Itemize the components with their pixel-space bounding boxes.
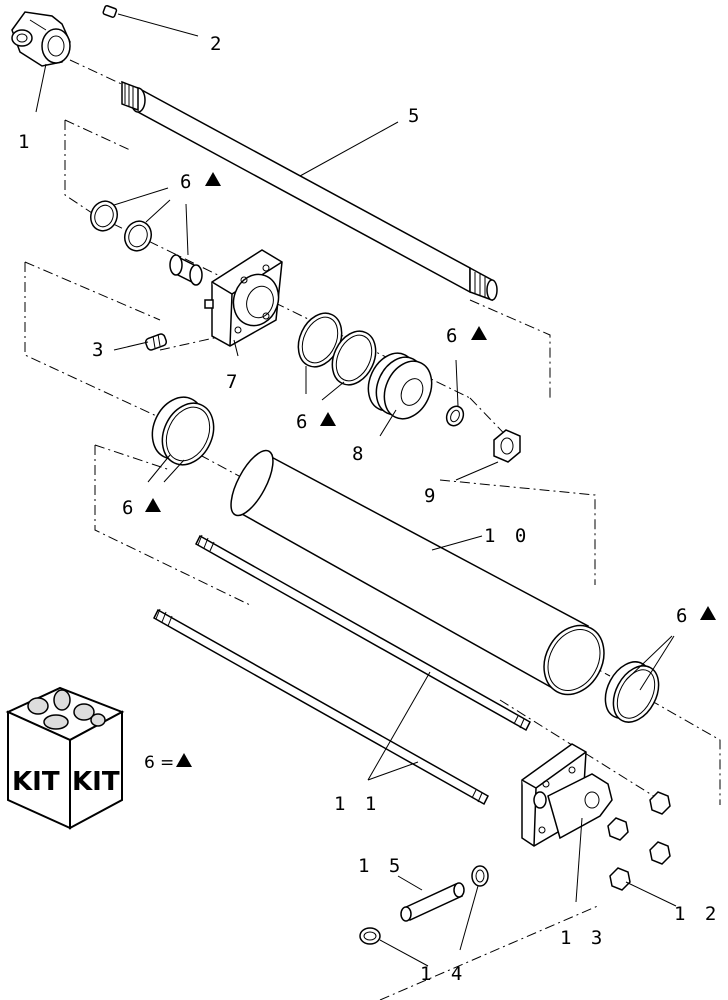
washers-part-14 xyxy=(359,865,489,945)
callout-6-right: 6 xyxy=(446,325,461,347)
kit-legend-equals: = xyxy=(160,753,174,773)
callout-5: 5 xyxy=(408,105,423,127)
callout-3: 3 xyxy=(92,339,107,361)
triangle-icon xyxy=(320,412,336,426)
kit-label-left: KIT xyxy=(12,767,60,797)
callout-13: 1 3 xyxy=(560,927,606,949)
pin-part-15 xyxy=(400,882,465,922)
callout-12: 1 2 xyxy=(674,903,720,925)
callout-9: 9 xyxy=(424,485,439,507)
callout-6-upper: 6 xyxy=(180,171,195,193)
hex-nut-part-9 xyxy=(493,429,521,463)
callout-1: 1 xyxy=(18,131,33,153)
triangle-icon xyxy=(176,753,192,767)
callout-8: 8 xyxy=(352,443,367,465)
triangle-icon xyxy=(205,172,221,186)
gland-part-7 xyxy=(204,249,283,347)
kit-label-right: KIT xyxy=(72,767,120,797)
piston-rod-part-5 xyxy=(121,80,498,302)
callout-14: 1 4 xyxy=(420,963,466,985)
callout-labels: 1 2 3 5 6 6 6 6 6 7 8 9 1 0 1 1 1 2 1 3 … xyxy=(18,33,720,985)
piston-part-8 xyxy=(367,352,433,420)
callout-11: 1 1 xyxy=(334,793,380,815)
callout-2: 2 xyxy=(210,33,225,55)
kit-legend-number: 6 xyxy=(144,753,155,773)
callout-10: 1 0 xyxy=(484,525,530,547)
triangle-icon xyxy=(471,326,487,340)
triangle-icon xyxy=(145,498,161,512)
kit-legend: 6 = xyxy=(144,753,192,773)
triangle-icon xyxy=(700,606,716,620)
cap-end-part-13 xyxy=(521,743,613,847)
cylinder-barrel-part-10 xyxy=(230,449,605,696)
kit-box-icon: KIT KIT xyxy=(5,686,125,830)
seal-rings-tube-left xyxy=(151,396,215,466)
seal-rings-upper xyxy=(90,200,152,252)
seal-rings-middle xyxy=(297,312,377,386)
callout-6-middle: 6 xyxy=(296,411,311,433)
seal-rings-tube-right xyxy=(604,661,660,723)
leader-lines xyxy=(35,13,677,967)
set-screw-part-2 xyxy=(102,5,118,18)
clevis-end-part-1 xyxy=(11,11,71,67)
tie-rods-part-11 xyxy=(153,534,531,806)
nuts-part-12 xyxy=(607,791,671,891)
callout-7: 7 xyxy=(226,371,241,393)
callout-15: 1 5 xyxy=(358,855,404,877)
bushing xyxy=(169,254,203,286)
callout-6-left: 6 xyxy=(122,497,137,519)
callout-6-tube-right: 6 xyxy=(676,605,691,627)
set-screw-part-3 xyxy=(144,333,168,351)
seal-ring-small xyxy=(445,405,465,427)
